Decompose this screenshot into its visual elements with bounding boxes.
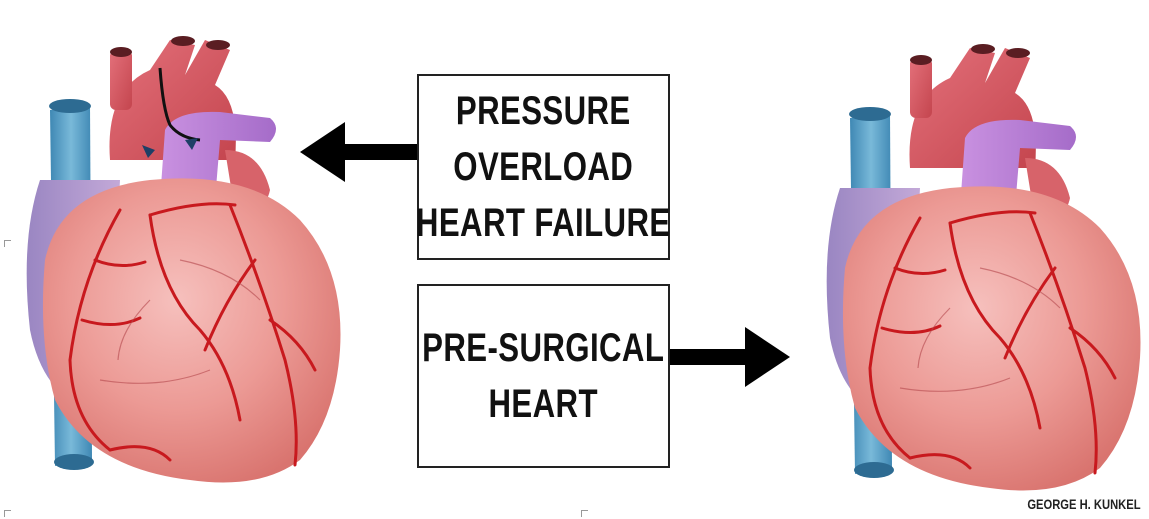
pre-surgical-label-box: PRE-SURGICAL HEART (417, 284, 670, 468)
pressure-overload-label: PRESSURE OVERLOAD HEART FAILURE (416, 83, 671, 251)
arrow-right-icon (670, 327, 790, 387)
crop-mark (4, 510, 11, 517)
pre-surgical-label: PRE-SURGICAL HEART (422, 320, 664, 432)
healthy-heart-icon (827, 44, 1141, 491)
label-line: OVERLOAD (416, 139, 671, 195)
arrow-left-icon (300, 122, 420, 182)
label-line: HEART (422, 376, 664, 432)
crop-mark (581, 510, 588, 517)
label-line: PRE-SURGICAL (422, 320, 664, 376)
label-line: PRESSURE (416, 83, 671, 139)
pressure-overload-label-box: PRESSURE OVERLOAD HEART FAILURE (417, 74, 670, 260)
label-line: HEART FAILURE (416, 195, 671, 251)
artist-credit: GEORGE H. KUNKEL (1028, 496, 1141, 512)
crop-mark (4, 240, 11, 247)
failing-heart-icon (27, 36, 341, 483)
